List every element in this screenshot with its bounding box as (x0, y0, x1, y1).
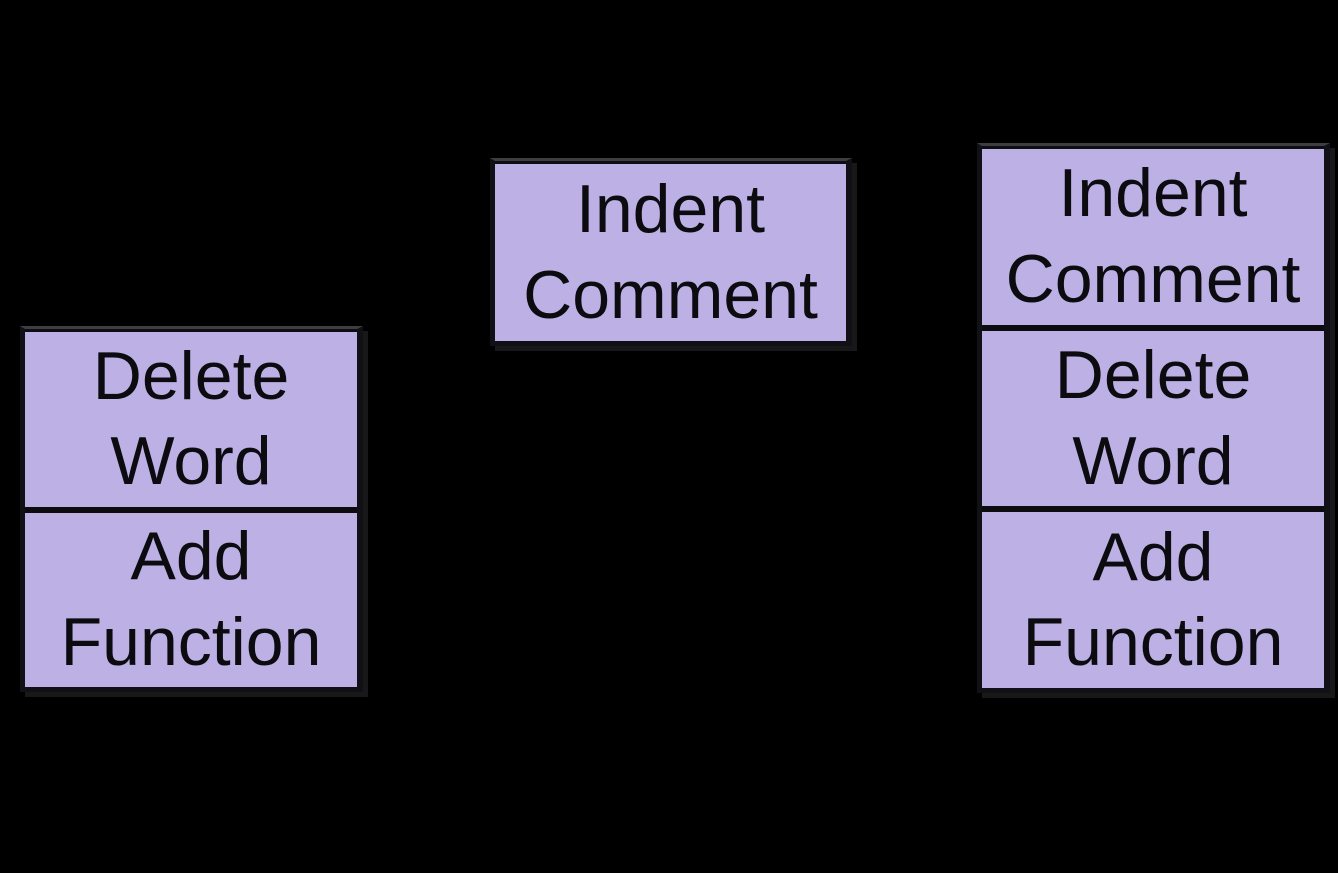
stack-cell-indent-comment: Indent Comment (982, 146, 1324, 325)
left-stack: Delete Word Add Function (20, 326, 363, 692)
middle-node: Indent Comment (490, 158, 852, 346)
stack-cell-label: Indent Comment (1005, 155, 1301, 317)
stack-cell-delete-word: Delete Word (25, 329, 357, 507)
stack-cell-add-function: Add Function (982, 506, 1324, 689)
stack-cell-delete-word: Delete Word (982, 324, 1324, 507)
node-cell-label: Indent Comment (523, 170, 818, 333)
stack-cell-label: Add Function (60, 518, 322, 680)
stack-cell-label: Add Function (1022, 518, 1284, 681)
stack-cell-label: Delete Word (1054, 336, 1252, 499)
right-stack: Indent Comment Delete Word Add Function (977, 143, 1330, 693)
stack-cell-label: Delete Word (92, 337, 290, 500)
stack-cell-add-function: Add Function (25, 506, 357, 687)
node-cell-indent-comment: Indent Comment (495, 161, 846, 341)
